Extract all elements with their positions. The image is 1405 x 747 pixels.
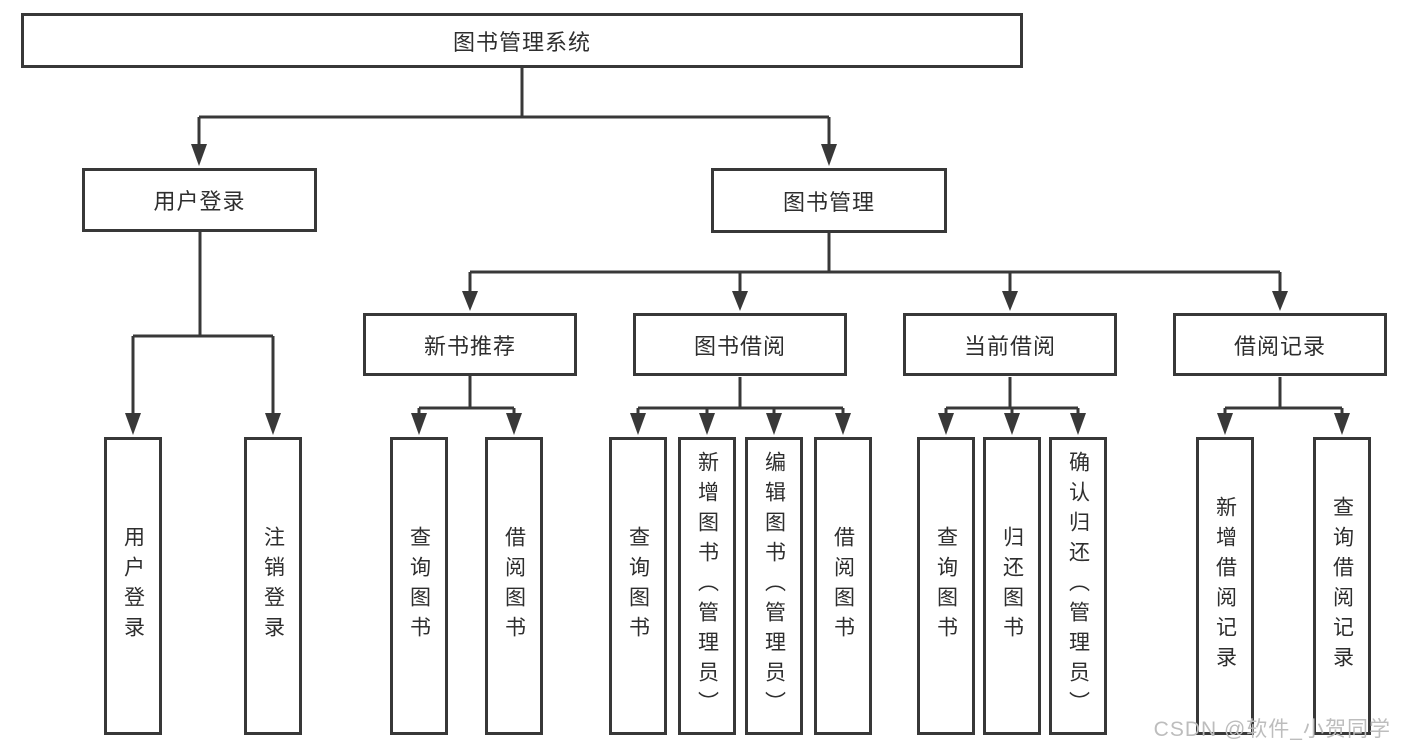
leaf-query-books: 查询图书	[390, 437, 448, 735]
leaf-label: 查询图书	[407, 526, 431, 646]
arrowhead-icons	[125, 144, 1350, 435]
leaf-return-books: 归还图书	[983, 437, 1041, 735]
leaf-label: 归还图书	[1000, 526, 1024, 646]
leaf-user-login: 用户登录	[104, 437, 162, 735]
node-current-borrowing: 当前借阅	[903, 313, 1117, 376]
node-label: 图书管理系统	[452, 29, 591, 55]
connector-paths	[131, 68, 1344, 420]
leaf-query-books: 查询图书	[917, 437, 975, 735]
leaf-borrow-books: 借阅图书	[814, 437, 872, 735]
node-book-borrowing: 图书借阅	[633, 313, 847, 376]
node-user-login: 用户登录	[82, 168, 317, 232]
node-book-management: 图书管理	[711, 168, 947, 233]
leaf-label: 借阅图书	[502, 526, 526, 646]
leaf-query-borrow-record: 查询借阅记录	[1313, 437, 1371, 735]
leaf-logout: 注销登录	[244, 437, 302, 735]
leaf-add-books-admin: 新增图书（管理员）	[678, 437, 736, 735]
leaf-label: 查询图书	[626, 526, 650, 646]
leaf-query-books: 查询图书	[609, 437, 667, 735]
node-label: 借阅记录	[1233, 333, 1326, 359]
node-label: 新书推荐	[423, 333, 516, 359]
leaf-label: 编辑图书（管理员）	[762, 451, 786, 721]
node-borrowing-records: 借阅记录	[1173, 313, 1387, 376]
leaf-label: 查询借阅记录	[1330, 496, 1354, 676]
leaf-label: 确认归还（管理员）	[1066, 451, 1090, 721]
leaf-add-borrow-record: 新增借阅记录	[1196, 437, 1254, 735]
node-label: 图书借阅	[693, 333, 786, 359]
leaf-edit-books-admin: 编辑图书（管理员）	[745, 437, 803, 735]
csdn-watermark: CSDN @软件_小贺同学	[1153, 718, 1391, 741]
node-label: 用户登录	[153, 189, 246, 214]
leaf-borrow-books: 借阅图书	[485, 437, 543, 735]
leaf-label: 查询图书	[934, 526, 958, 646]
leaf-label: 新增借阅记录	[1213, 496, 1237, 676]
leaf-label: 借阅图书	[831, 526, 855, 646]
node-library-management-system: 图书管理系统	[21, 13, 1023, 68]
leaf-label: 用户登录	[121, 526, 145, 646]
leaf-confirm-return-admin: 确认归还（管理员）	[1049, 437, 1107, 735]
node-label: 当前借阅	[963, 333, 1056, 359]
node-new-book-recommend: 新书推荐	[363, 313, 577, 376]
leaf-label: 注销登录	[261, 526, 285, 646]
node-label: 图书管理	[782, 189, 875, 215]
leaf-label: 新增图书（管理员）	[695, 451, 719, 721]
